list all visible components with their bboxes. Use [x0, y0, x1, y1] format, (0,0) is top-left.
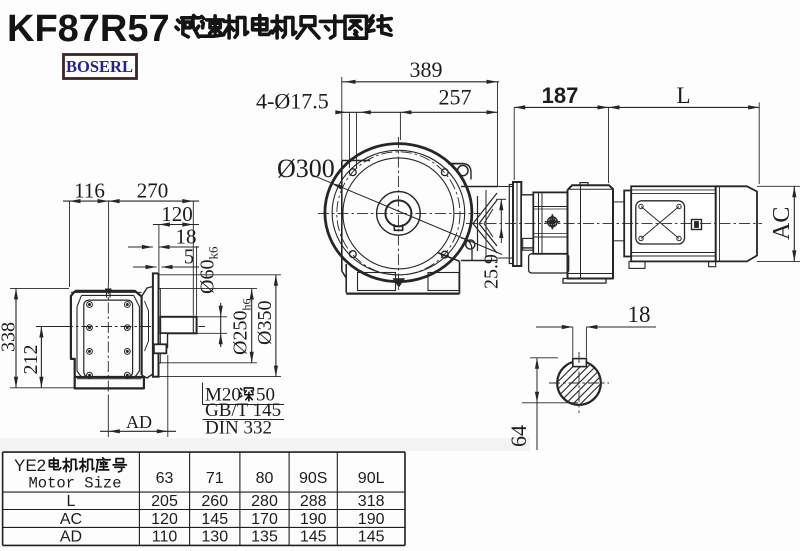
svg-text:116: 116	[74, 179, 105, 203]
svg-text:Ø350: Ø350	[254, 301, 276, 345]
svg-text:64: 64	[506, 425, 531, 447]
svg-text:90L: 90L	[358, 470, 385, 487]
svg-text:25.9: 25.9	[481, 254, 503, 289]
svg-text:257: 257	[439, 85, 472, 110]
svg-text:130: 130	[201, 529, 228, 546]
svg-text:110: 110	[152, 529, 178, 546]
svg-text:120: 120	[161, 202, 193, 226]
svg-text:Motor Size: Motor Size	[29, 475, 122, 493]
svg-text:50: 50	[256, 385, 275, 406]
svg-text:L: L	[676, 83, 690, 108]
svg-text:L: L	[67, 493, 76, 510]
svg-text:63: 63	[156, 470, 174, 487]
svg-text:AC: AC	[60, 511, 82, 528]
svg-text:YE2: YE2	[14, 456, 46, 475]
svg-text:120: 120	[151, 511, 178, 528]
svg-text:AD: AD	[60, 529, 82, 546]
svg-text:170: 170	[251, 511, 278, 528]
svg-text:187: 187	[542, 83, 579, 108]
svg-text:260: 260	[201, 493, 228, 510]
svg-text:190: 190	[358, 511, 385, 528]
svg-text:M20: M20	[205, 385, 241, 406]
svg-text:389: 389	[410, 57, 443, 82]
svg-text:205: 205	[151, 493, 178, 510]
svg-text:338: 338	[0, 322, 20, 352]
svg-text:80: 80	[256, 470, 274, 487]
svg-text:GB/T 145: GB/T 145	[205, 400, 281, 421]
svg-text:270: 270	[137, 179, 169, 203]
svg-text:BOSERL: BOSERL	[66, 57, 133, 76]
svg-text:Ø300: Ø300	[277, 154, 335, 183]
svg-text:KF87R57: KF87R57	[7, 8, 170, 50]
svg-text:135: 135	[251, 529, 278, 546]
svg-text:AD: AD	[126, 412, 152, 432]
svg-text:318: 318	[358, 493, 385, 510]
svg-text:145: 145	[300, 529, 327, 546]
svg-text:145: 145	[201, 511, 228, 528]
svg-text:18: 18	[176, 225, 197, 249]
svg-text:AC: AC	[769, 207, 795, 240]
svg-text:71: 71	[206, 470, 224, 487]
svg-text:288: 288	[300, 493, 327, 510]
svg-text:5: 5	[184, 245, 195, 269]
svg-text:190: 190	[300, 511, 327, 528]
svg-text:18: 18	[628, 302, 651, 327]
svg-text:4-Ø17.5: 4-Ø17.5	[256, 89, 329, 114]
svg-text:Ø250h6: Ø250h6	[230, 299, 254, 355]
svg-text:145: 145	[358, 529, 385, 546]
svg-text:212: 212	[20, 345, 42, 375]
svg-text:280: 280	[251, 493, 278, 510]
svg-text:90S: 90S	[299, 470, 327, 487]
svg-text:DIN 332: DIN 332	[205, 418, 272, 439]
